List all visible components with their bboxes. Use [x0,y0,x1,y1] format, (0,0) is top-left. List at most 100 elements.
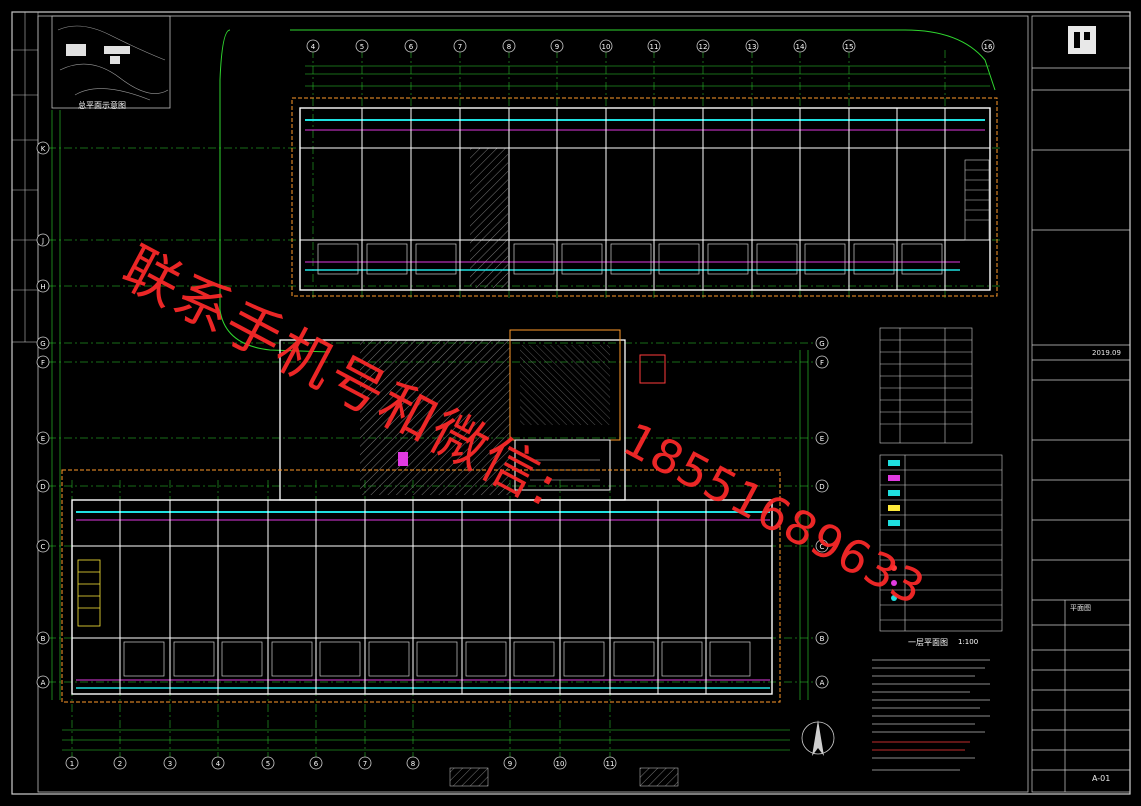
axis-top-bubble [842,39,856,53]
north-arrow [801,720,835,756]
axis-rows-bubble [36,355,50,369]
axis-rows-bubble [815,355,829,369]
axis-top-bubble [502,39,516,53]
axis-top-bubble [981,39,995,53]
general-notes [872,659,990,771]
axis-bottom-label: 2 [118,760,122,768]
axis-rows-bubble [36,539,50,553]
axis-bottom-bubble [503,756,517,770]
axis-top-label: 8 [507,43,511,51]
axis-rows-label: A [820,679,825,687]
axis-bottom-label: 11 [606,760,615,768]
axis-rows-bubble [36,279,50,293]
title-block [1031,15,1131,793]
title-block-date: 2019.09 [1092,349,1121,357]
axis-top-label: 11 [650,43,659,51]
axis-bubbles-top: 4 5 6 7 8 9 10 11 12 13 14 15 16 [306,39,995,53]
axis-rows-label: F [41,359,45,367]
axis-bottom-label: 9 [508,760,512,768]
left-revision-strip [11,11,39,343]
axis-top-bubble [550,39,564,53]
dimension-lines [51,65,990,751]
axis-bottom-label: 4 [216,760,221,768]
axis-bottom-bubble [406,756,420,770]
axis-rows-bubble [36,631,50,645]
axis-top-label: 5 [360,43,364,51]
axis-rows-bubble [36,431,50,445]
axis-rows-bubble [815,539,829,553]
axis-top-label: 13 [748,43,757,51]
central-core [279,329,666,501]
axis-top-bubble [696,39,710,53]
axis-top-bubble [306,39,320,53]
legend-tables [879,327,1003,632]
axis-top-label: 14 [796,43,805,51]
axis-rows-bubble [36,141,50,155]
axis-bottom-label: 8 [411,760,415,768]
plan-title: 一层平面图 [908,638,948,647]
axis-rows-bubble [36,479,50,493]
axis-bottom-bubble [163,756,177,770]
axis-rows-label: J [41,237,44,245]
axis-rows-label: H [40,283,45,291]
title-block-project: 平面图 [1070,604,1091,612]
axis-bottom-label: 7 [363,760,367,768]
axis-rows-label: B [41,635,46,643]
axis-bottom-label: 3 [168,760,172,768]
axis-top-label: 9 [555,43,559,51]
axis-top-label: 16 [984,43,993,51]
axis-bottom-label: 6 [314,760,319,768]
axis-rows-label: C [41,543,46,551]
axis-top-label: 12 [699,43,708,51]
axis-top-bubble [404,39,418,53]
axis-top-bubble [745,39,759,53]
axis-bottom-bubble [211,756,225,770]
axis-rows-label: C [820,543,825,551]
legend-swatches [888,460,900,601]
axis-bottom-label: 10 [556,760,565,768]
axis-rows-bubble [815,479,829,493]
axis-rows-label: D [40,483,45,491]
axis-rows-bubble [815,631,829,645]
axis-rows-bubble [815,431,829,445]
axis-rows-label: F [820,359,824,367]
inner-frame [37,15,1029,793]
axis-top-bubble [599,39,613,53]
axis-bubbles-right: G F E D C B A [815,336,829,689]
key-plan [51,15,171,109]
axis-bottom-bubble [113,756,127,770]
axis-top-label: 4 [311,43,316,51]
key-plan-label: 总平面示意图 [78,101,126,110]
axis-top-label: 15 [845,43,854,51]
axis-top-label: 10 [602,43,611,51]
axis-rows-label: G [819,340,824,348]
axis-rows-label: D [819,483,824,491]
axis-bottom-bubble [553,756,567,770]
axis-rows-bubble [36,233,50,247]
site-boundary-curve [219,29,996,353]
axis-top-label: 7 [458,43,462,51]
upper-wing [291,97,998,297]
axis-rows-bubble [815,675,829,689]
axis-rows-bubble [36,336,50,350]
title-block-sheet-no: A-01 [1092,774,1111,783]
axis-rows-bubble [36,675,50,689]
axis-bottom-bubble [309,756,323,770]
axis-bottom-bubble [358,756,372,770]
axis-rows-label: E [820,435,824,443]
axis-rows-label: A [41,679,46,687]
axis-rows-label: B [820,635,825,643]
axis-bottom-bubble [603,756,617,770]
axis-top-label: 6 [409,43,414,51]
axis-rows-label: K [41,145,46,153]
axis-bottom-bubble [65,756,79,770]
axis-bottom-bubble [261,756,275,770]
plan-scale: 1:100 [958,638,979,646]
axis-top-bubble [647,39,661,53]
lower-wing [61,469,781,787]
axis-bottom-label: 5 [266,760,270,768]
axis-top-bubble [355,39,369,53]
